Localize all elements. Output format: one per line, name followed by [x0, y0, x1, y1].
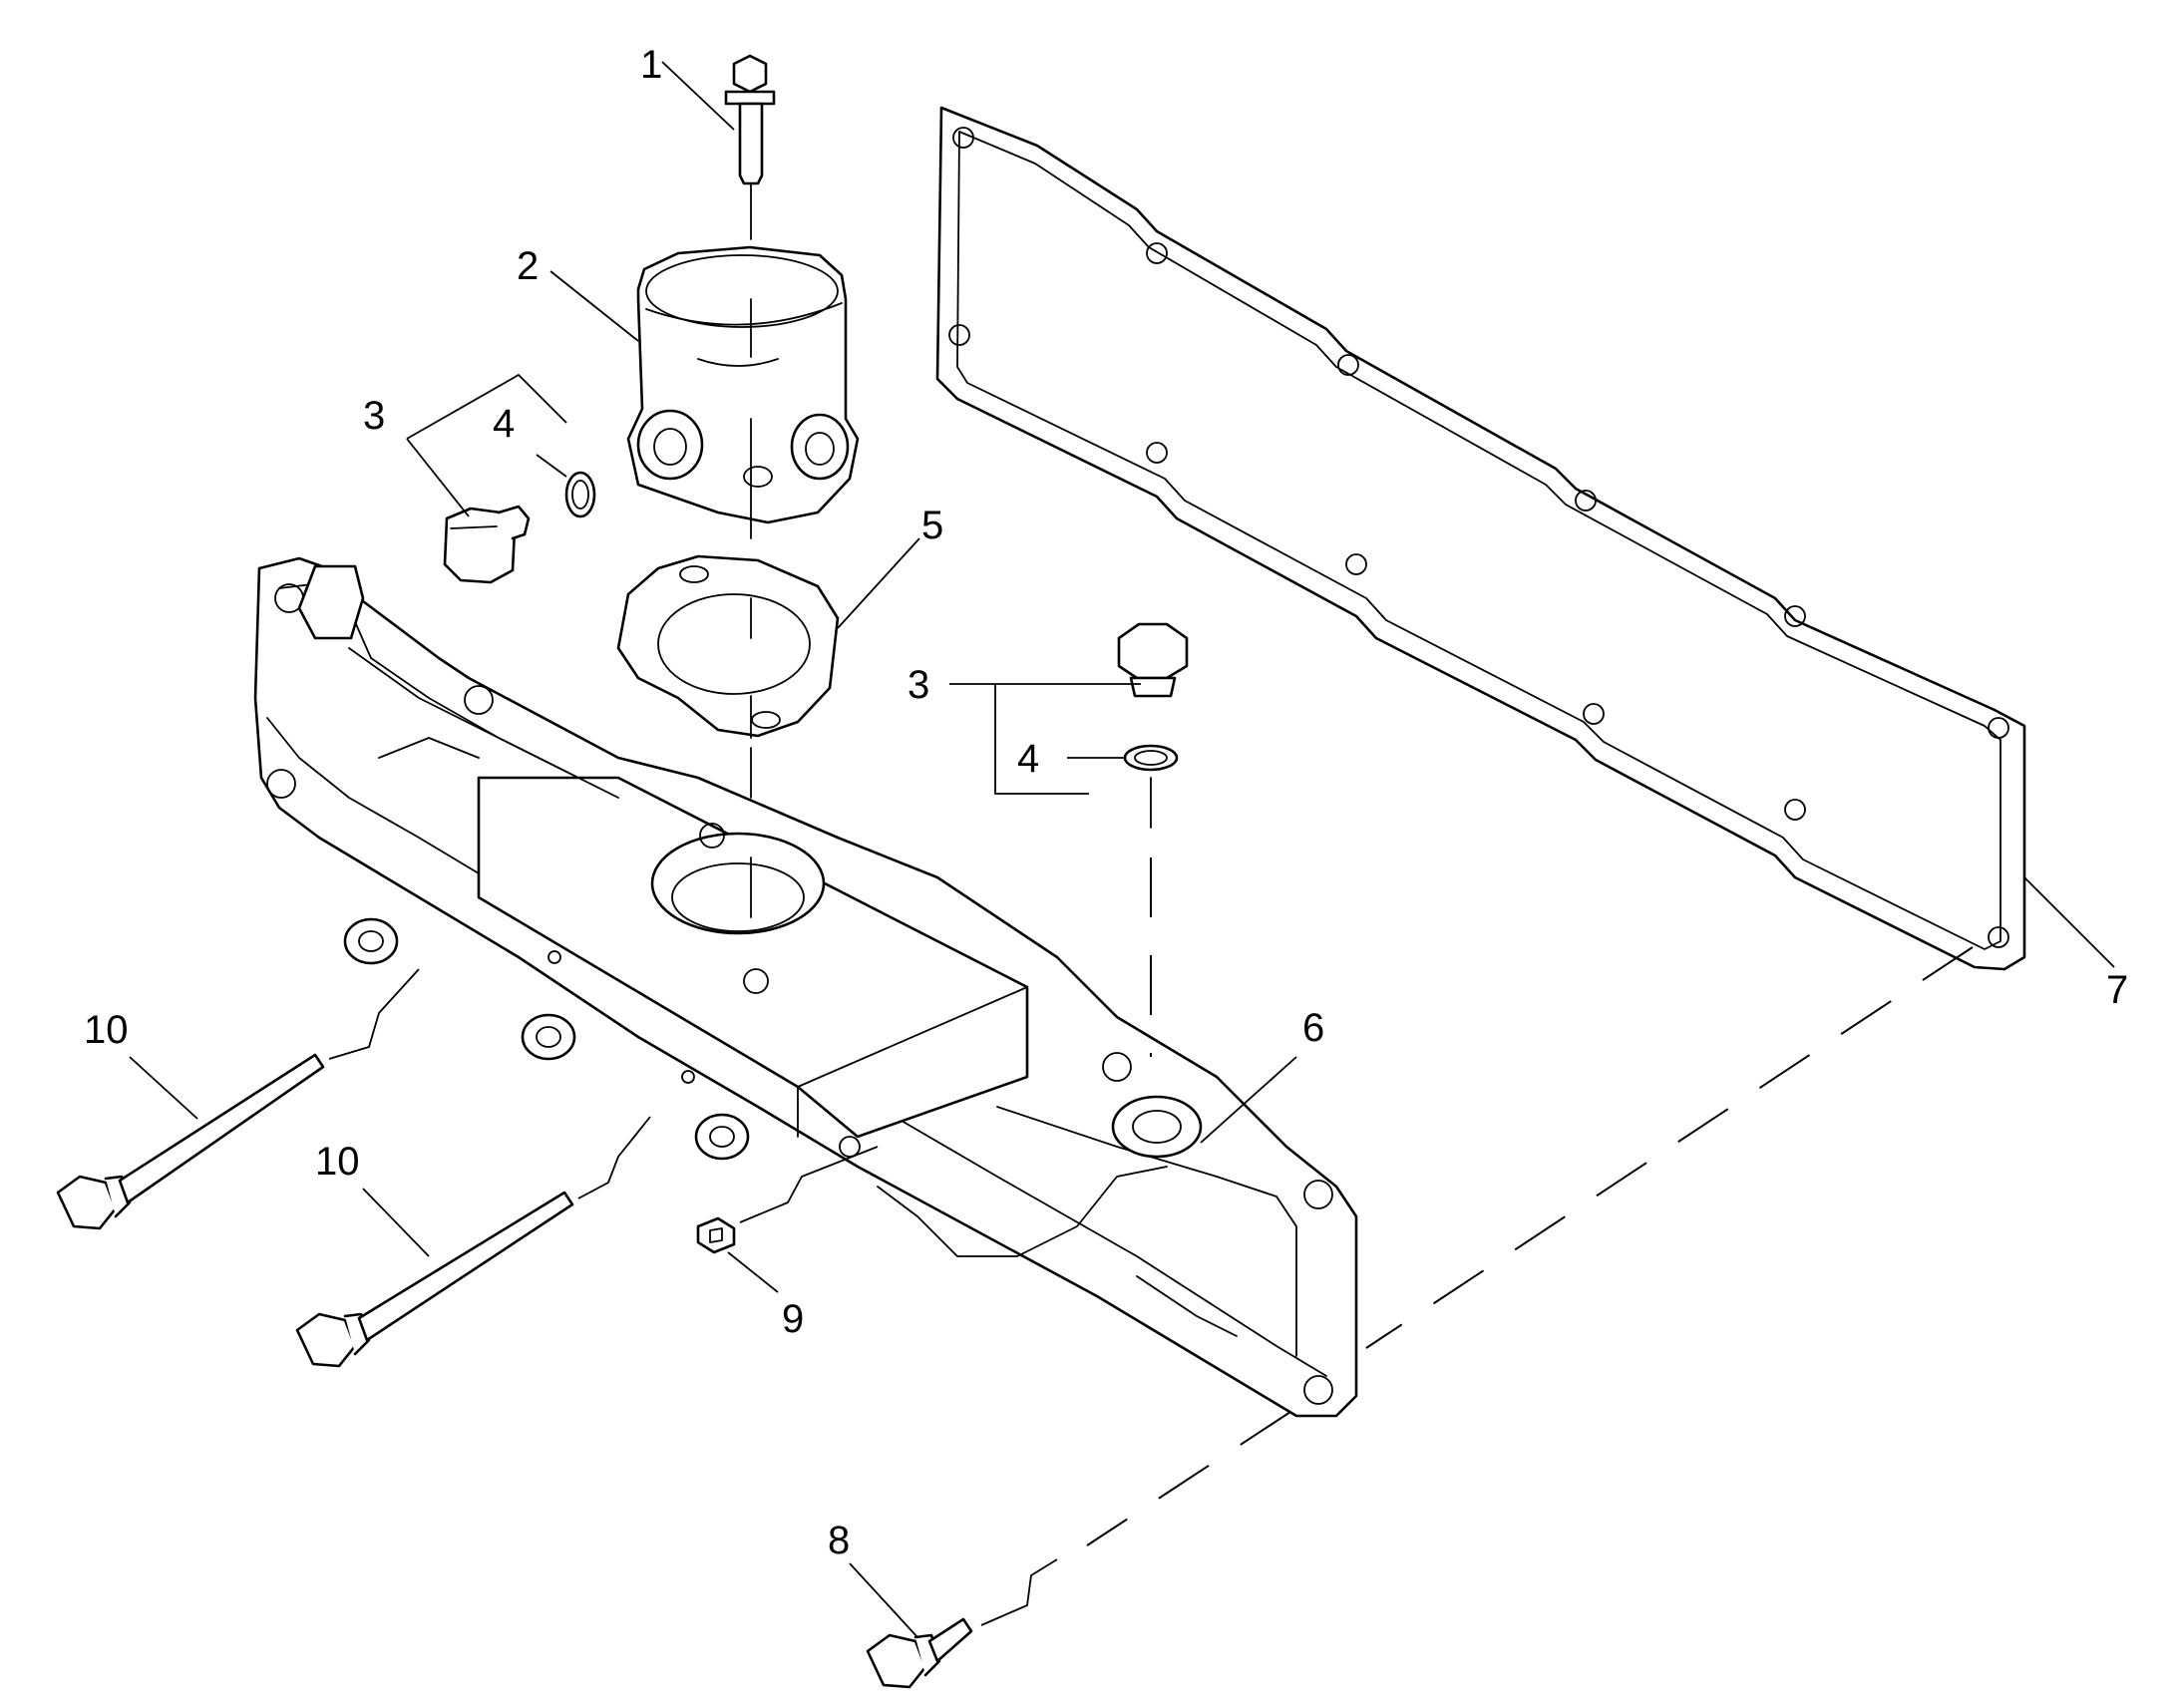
washer-part-4-right: [1123, 744, 1179, 1057]
bolt-part-8: [866, 1558, 1058, 1689]
assembly-line-gasket: [1365, 946, 1974, 1349]
assembly-line-bolt-8: [1086, 1411, 1291, 1546]
callout-9: 9: [782, 1297, 804, 1341]
callout-10-lower: 10: [315, 1140, 360, 1184]
bolt-part-1: [724, 54, 776, 240]
callout-1: 1: [640, 43, 662, 87]
manifold-housing-part-6: [253, 556, 1358, 1418]
washer-part-4-left: [564, 471, 596, 518]
long-bolt-part-10-lower: [295, 1116, 651, 1368]
callout-leaders: [129, 61, 2115, 1638]
callout-8: 8: [828, 1519, 850, 1562]
callout-2: 2: [517, 244, 539, 288]
callout-4-left: 4: [493, 402, 515, 446]
long-bolt-part-10-upper: [56, 968, 420, 1230]
callout-6: 6: [1302, 1006, 1324, 1050]
plug-part-3-right: [1117, 622, 1189, 698]
callout-4-right: 4: [1017, 737, 1039, 781]
callout-labels: 1 2 3 4 3 4 5 6 7 8 9 10 10: [84, 43, 2128, 1562]
callout-7: 7: [2106, 968, 2128, 1012]
callout-5: 5: [921, 504, 943, 547]
flange-gasket-part-5: [616, 554, 840, 918]
small-plug-part-9: [696, 1146, 879, 1254]
callout-10-upper: 10: [84, 1008, 129, 1052]
housing-part-2: [626, 245, 860, 539]
callout-3-left: 3: [363, 394, 385, 438]
gasket-part-7: [935, 106, 2026, 971]
callout-3-right: 3: [908, 663, 929, 707]
plug-part-3-left: [443, 505, 531, 584]
